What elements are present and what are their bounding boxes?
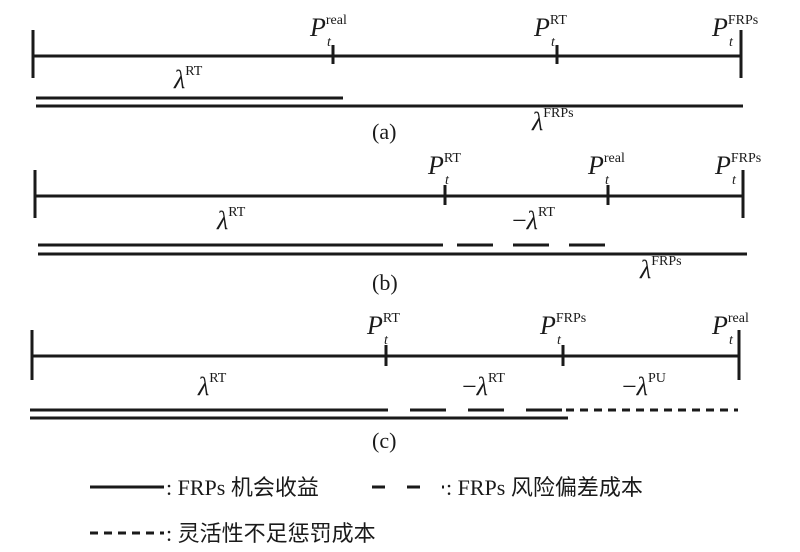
panel-c-neg-lambda-rt-label: −λRT [462, 371, 505, 401]
panel-a-caption: (a) [372, 119, 396, 144]
panel-c-caption: (c) [372, 428, 396, 453]
legend: : FRPs 机会收益 : FRPs 风险偏差成本 : 灵活性不足惩罚成本 [90, 475, 643, 546]
panel-b-lambda-rt-label: λRT [216, 205, 246, 235]
panel-b-neg-lambda-rt-label: −λRT [512, 205, 555, 235]
panel-c-lambda-rt-label: λRT [197, 371, 227, 401]
panel-a-lambda-rt-label: λRT [173, 64, 203, 94]
panel-c-neg-lambda-pu-label: −λPU [622, 371, 666, 401]
legend-dashed-label: : FRPs 风险偏差成本 [446, 475, 643, 500]
panel-b [33, 170, 747, 256]
panel-c [30, 330, 741, 420]
panel-a-lambda-frps-label: λFRPs [531, 106, 574, 136]
panel-b-caption: (b) [372, 270, 398, 295]
legend-dotted-label: : 灵活性不足惩罚成本 [166, 521, 376, 546]
legend-solid-label: : FRPs 机会收益 [166, 475, 319, 500]
panel-a [31, 30, 743, 108]
panel-b-lambda-frps-label: λFRPs [639, 254, 682, 284]
